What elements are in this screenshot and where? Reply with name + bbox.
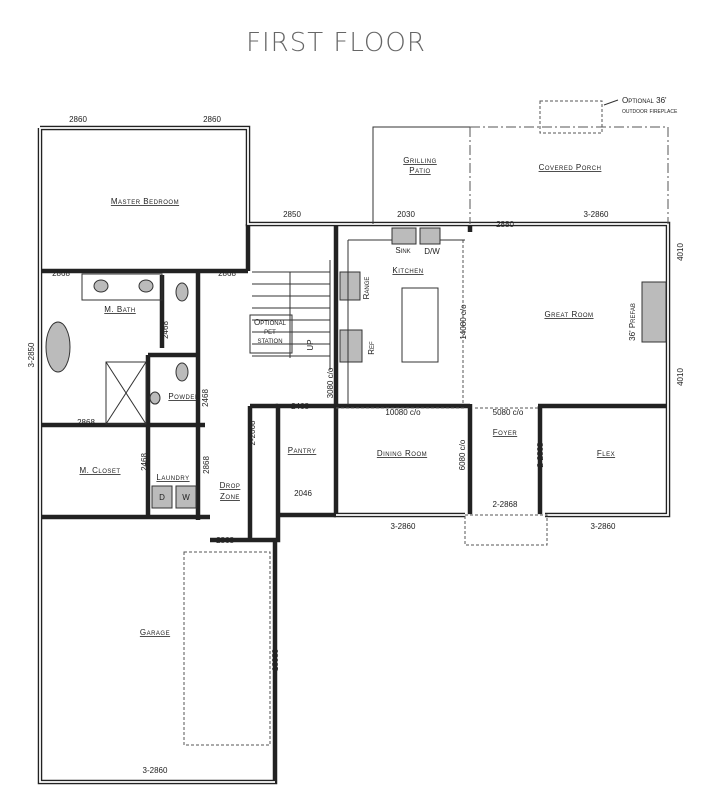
room-covered-porch: Covered Porch bbox=[539, 163, 602, 172]
dw-label: D/W bbox=[424, 247, 440, 256]
dim: 2868 bbox=[216, 536, 234, 545]
room-m-closet: M. Closet bbox=[79, 466, 120, 475]
room-drop-zone-2: Zone bbox=[220, 492, 240, 501]
porch-outline bbox=[183, 99, 669, 746]
dim: 2468 bbox=[161, 321, 170, 339]
room-great-room: Great Room bbox=[544, 310, 593, 319]
dim: 2468 bbox=[291, 402, 309, 411]
room-pantry: Pantry bbox=[288, 446, 317, 455]
dim: 2030 bbox=[397, 210, 415, 219]
washer-label: W bbox=[182, 493, 190, 502]
dim: 2468 bbox=[201, 389, 210, 407]
dim: 2868 bbox=[218, 269, 236, 278]
dim: 2860 bbox=[69, 115, 87, 124]
room-garage: Garage bbox=[140, 628, 170, 637]
pet-station-3: station bbox=[257, 336, 282, 345]
room-foyer: Foyer bbox=[493, 428, 518, 437]
room-powder: Powder bbox=[168, 392, 200, 401]
dim: 4010 bbox=[676, 368, 685, 386]
dim: 4010 bbox=[676, 243, 685, 261]
dim: 5080 c/o bbox=[493, 408, 524, 417]
dim: 6080 c/o bbox=[458, 439, 467, 470]
fireplace-note-2: outdoor fireplace bbox=[622, 108, 678, 115]
prefab-label: 36' Prefab bbox=[628, 303, 637, 341]
dim: 10080 c/o bbox=[385, 408, 421, 417]
room-master-bedroom: Master Bedroom bbox=[111, 197, 179, 206]
dim: 2860 bbox=[203, 115, 221, 124]
dim: 3-2860 bbox=[584, 210, 609, 219]
room-kitchen: Kitchen bbox=[392, 266, 423, 275]
room-laundry: Laundry bbox=[156, 473, 189, 482]
fixtures bbox=[45, 227, 667, 509]
room-grilling: Grilling bbox=[403, 156, 437, 165]
dim: 2868 bbox=[52, 269, 70, 278]
page-title: FIRST FLOOR bbox=[246, 28, 426, 58]
dim: 3-2860 bbox=[591, 522, 616, 531]
room-patio: Patio bbox=[409, 166, 430, 175]
dim: 3-2860 bbox=[143, 766, 168, 775]
dim: 2-2868 bbox=[536, 442, 545, 467]
pet-station-1: Optional bbox=[254, 318, 287, 327]
dim: 2-2068 bbox=[248, 420, 257, 445]
ref-label: Ref bbox=[367, 341, 376, 355]
pet-station-2: pet bbox=[264, 327, 276, 336]
stair-up-label: UP bbox=[306, 339, 315, 350]
dryer-label: D bbox=[159, 493, 165, 502]
dim: 2868 bbox=[202, 456, 211, 474]
dim: 18080 bbox=[271, 648, 280, 671]
room-m-bath: M. Bath bbox=[104, 305, 136, 314]
room-flex: Flex bbox=[597, 449, 615, 458]
sink-label: Sink bbox=[395, 246, 410, 255]
dim: 2046 bbox=[294, 489, 312, 498]
dim: 2880 bbox=[496, 220, 514, 229]
walls bbox=[37, 125, 671, 785]
room-dining-room: Dining Room bbox=[377, 449, 427, 458]
room-drop-zone: Drop bbox=[220, 481, 241, 490]
fireplace-note-1: Optional 36' bbox=[622, 96, 667, 105]
labels: Master Bedroom M. Bath Powder M. Closet … bbox=[27, 96, 685, 775]
range-label: Range bbox=[362, 277, 371, 300]
dim: 2-2868 bbox=[493, 500, 518, 509]
dim: 2468 bbox=[140, 453, 149, 471]
dim: 14080 c/o bbox=[459, 304, 468, 340]
dim: 3-2850 bbox=[27, 342, 36, 367]
dim: 3080 c/o bbox=[326, 367, 335, 398]
stairs bbox=[249, 260, 331, 370]
dim: 2850 bbox=[283, 210, 301, 219]
dim: 2868 bbox=[77, 418, 95, 427]
dim: 3-2860 bbox=[391, 522, 416, 531]
